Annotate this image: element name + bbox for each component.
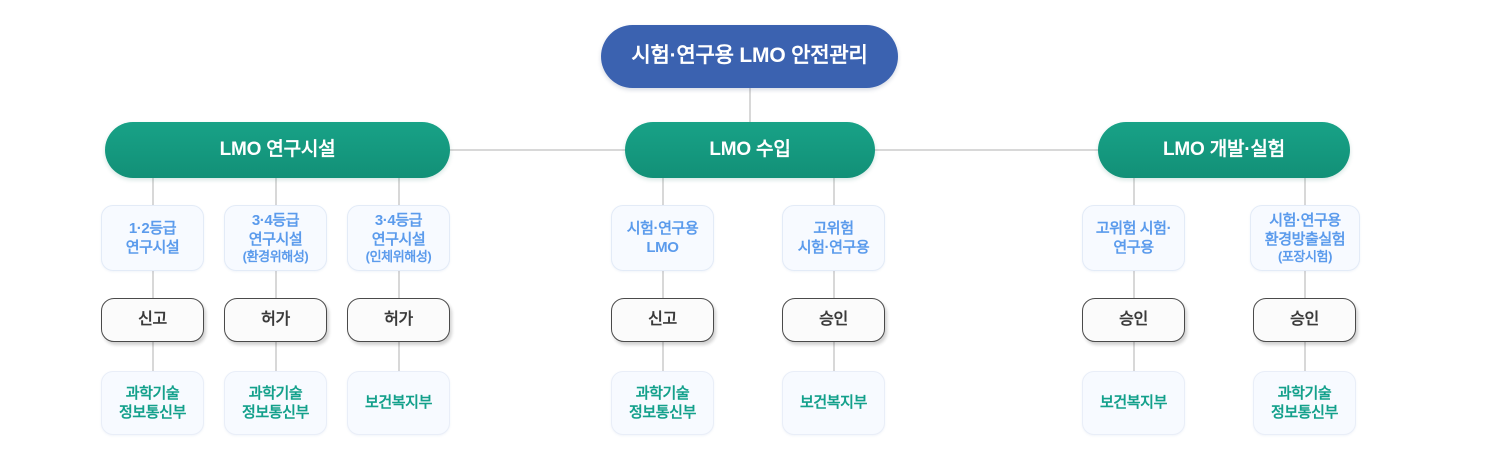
connector-sub5-act5	[833, 271, 835, 298]
connector-sub6-act6	[1133, 271, 1135, 298]
connector-act3-min3	[398, 342, 400, 371]
subject-note: (환경위해성)	[242, 248, 309, 264]
connector-cat2-sub2	[833, 178, 835, 205]
connector-sub2-act2	[275, 271, 277, 298]
subject-node-high-risk-research[interactable]: 고위험 시험·연구용	[782, 205, 885, 271]
action-node-report-1[interactable]: 신고	[101, 298, 204, 342]
connector-act4-min4	[662, 342, 664, 371]
subject-note: (인체위해성)	[365, 248, 432, 264]
action-node-approval-3[interactable]: 승인	[1253, 298, 1356, 342]
category-node-lmo-import[interactable]: LMO 수입	[625, 122, 875, 178]
connector-cat1-sub1	[152, 178, 154, 205]
connector-sub1-act1	[152, 271, 154, 298]
subject-node-environmental-release-test[interactable]: 시험·연구용 환경방출실험 (포장시험)	[1250, 205, 1360, 271]
subject-node-grade-3-4-facility-env[interactable]: 3·4등급 연구시설 (환경위해성)	[224, 205, 327, 271]
subject-node-grade-1-2-facility[interactable]: 1·2등급 연구시설	[101, 205, 204, 271]
connector-cat2-sub1	[662, 178, 664, 205]
ministry-node-mohw-1[interactable]: 보건복지부	[347, 371, 450, 435]
ministry-node-msit-4[interactable]: 과학기술 정보통신부	[1253, 371, 1356, 435]
subject-label: 1·2등급 연구시설	[125, 219, 180, 256]
action-node-permit-1[interactable]: 허가	[224, 298, 327, 342]
category-node-lmo-research-facility[interactable]: LMO 연구시설	[105, 122, 450, 178]
subject-label: 고위험 시험·연구용	[797, 219, 870, 256]
action-node-report-2[interactable]: 신고	[611, 298, 714, 342]
subject-label: 시험·연구용 환경방출실험	[1264, 211, 1346, 248]
subject-label: 고위험 시험· 연구용	[1095, 219, 1172, 256]
connector-act6-min6	[1133, 342, 1135, 371]
connector-act2-min2	[275, 342, 277, 371]
connector-cat1-sub3	[398, 178, 400, 205]
category-node-lmo-development-experiment[interactable]: LMO 개발·실험	[1098, 122, 1350, 178]
ministry-node-mohw-3[interactable]: 보건복지부	[1082, 371, 1185, 435]
connector-sub4-act4	[662, 271, 664, 298]
subject-label: 3·4등급 연구시설	[248, 211, 303, 248]
ministry-node-msit-3[interactable]: 과학기술 정보통신부	[611, 371, 714, 435]
root-node[interactable]: 시험·연구용 LMO 안전관리	[601, 25, 898, 88]
subject-node-grade-3-4-facility-human[interactable]: 3·4등급 연구시설 (인체위해성)	[347, 205, 450, 271]
action-node-approval-1[interactable]: 승인	[782, 298, 885, 342]
connector-cat1-sub2	[275, 178, 277, 205]
subject-note: (포장시험)	[1277, 248, 1333, 264]
connector-act7-min7	[1304, 342, 1306, 371]
subject-label: 3·4등급 연구시설	[371, 211, 426, 248]
action-node-approval-2[interactable]: 승인	[1082, 298, 1185, 342]
connector-sub3-act3	[398, 271, 400, 298]
connector-act5-min5	[833, 342, 835, 371]
connector-cat3-sub1	[1133, 178, 1135, 205]
connector-act1-min1	[152, 342, 154, 371]
connector-cat3-sub2	[1304, 178, 1306, 205]
ministry-node-msit-2[interactable]: 과학기술 정보통신부	[224, 371, 327, 435]
subject-node-high-risk-test-research[interactable]: 고위험 시험· 연구용	[1082, 205, 1185, 271]
subject-label: 시험·연구용 LMO	[626, 219, 699, 256]
ministry-node-mohw-2[interactable]: 보건복지부	[782, 371, 885, 435]
ministry-node-msit-1[interactable]: 과학기술 정보통신부	[101, 371, 204, 435]
subject-node-research-lmo[interactable]: 시험·연구용 LMO	[611, 205, 714, 271]
connector-sub7-act7	[1304, 271, 1306, 298]
connector-root-to-middle	[749, 88, 751, 122]
action-node-permit-2[interactable]: 허가	[347, 298, 450, 342]
